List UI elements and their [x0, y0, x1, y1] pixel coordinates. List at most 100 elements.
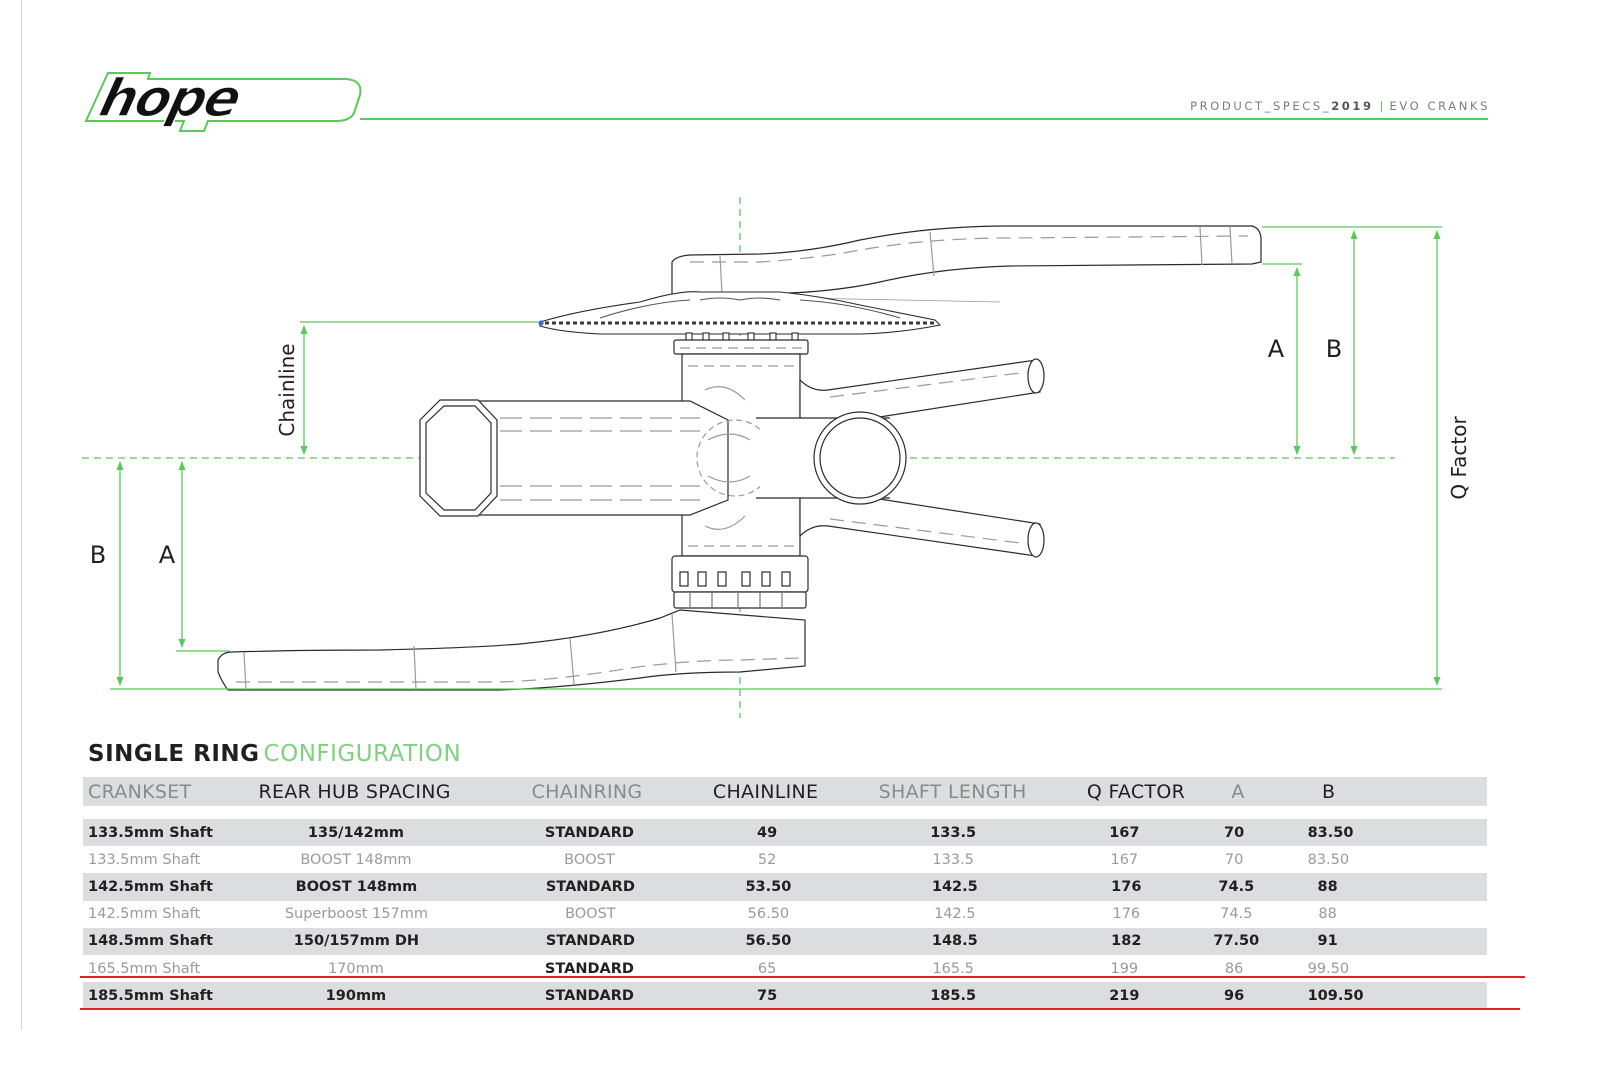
centerlines [82, 197, 1395, 718]
page-edge-rule [21, 0, 22, 1030]
cell-a: 77.50 [1213, 933, 1260, 950]
cell-q-factor: 199 [1110, 960, 1139, 977]
cell-chainring: STANDARD [545, 878, 635, 895]
document-meta: PRODUCT_SPECS_2019 | EVO CRANKS [1190, 99, 1490, 113]
cell-crankset: 185.5mm Shaft [88, 987, 213, 1004]
table-row: 165.5mm Shaft 170mm STANDARD 65 165.5 19… [83, 955, 1487, 982]
non-drive-crank-arm [217, 609, 806, 691]
chainring [538, 291, 942, 342]
highlight-rule-bottom [80, 1008, 1520, 1010]
cell-chainline: 49 [757, 824, 778, 841]
chainline-label: Chainline [275, 343, 299, 436]
spec-table: CRANKSET REAR HUB SPACING CHAINRING CHAI… [83, 777, 1487, 1010]
col-header-q-factor: Q FACTOR [1086, 780, 1186, 803]
cell-chainline: 65 [757, 960, 777, 977]
section-title-light: CONFIGURATION [263, 741, 462, 767]
doc-label: PRODUCT_SPECS_ [1190, 99, 1332, 113]
col-header-chainring: CHAINRING [531, 780, 643, 803]
cell-rear-hub-spacing: 190mm [325, 987, 387, 1004]
cell-chainring: BOOST [564, 851, 615, 868]
doc-year: 2019 [1331, 99, 1374, 113]
cell-chainline: 53.50 [745, 878, 792, 895]
cell-rear-hub-spacing: 150/157mm DH [293, 933, 420, 950]
cell-shaft-length: 142.5 [934, 906, 976, 923]
brand-wordmark: hope [94, 71, 246, 129]
table-row: 133.5mm Shaft BOOST 148mm BOOST 52 133.5… [83, 846, 1487, 873]
cell-q-factor: 167 [1110, 851, 1139, 868]
q-factor-label: Q Factor [1447, 416, 1471, 500]
cell-rear-hub-spacing: Superboost 157mm [284, 906, 429, 923]
cell-crankset: 142.5mm Shaft [88, 878, 213, 895]
cell-shaft-length: 133.5 [930, 824, 977, 841]
table-header: CRANKSET REAR HUB SPACING CHAINRING CHAI… [83, 777, 1487, 806]
table-row: 185.5mm Shaft 190mm STANDARD 75 185.5 21… [83, 982, 1487, 1010]
cell-shaft-length: 185.5 [930, 987, 977, 1004]
cell-rear-hub-spacing: 135/142mm [307, 824, 404, 841]
cell-a: 86 [1224, 960, 1244, 977]
meta-separator: | [1379, 99, 1384, 113]
cell-crankset: 133.5mm Shaft [88, 851, 201, 868]
hope-logo-icon: hope [84, 68, 362, 132]
cell-chainring: BOOST [565, 906, 616, 923]
cell-q-factor: 219 [1109, 987, 1140, 1004]
cell-b: 88 [1318, 906, 1337, 923]
col-header-shaft-length: SHAFT LENGTH [878, 780, 1027, 803]
cell-b: 83.50 [1307, 824, 1354, 841]
cell-a: 70 [1224, 824, 1245, 841]
a-label-right: A [1268, 335, 1285, 363]
cell-b: 99.50 [1307, 960, 1350, 977]
section-title-strong: SINGLE RING [88, 741, 260, 767]
cell-a: 70 [1224, 851, 1244, 868]
bottom-bracket [671, 339, 809, 609]
col-header-a: A [1231, 780, 1245, 803]
cell-chainline: 52 [757, 851, 777, 868]
down-tube [419, 386, 774, 530]
cell-chainring: STANDARD [544, 987, 634, 1004]
table-row: 133.5mm Shaft 135/142mm STANDARD 49 133.… [83, 819, 1487, 847]
table-row: 148.5mm Shaft 150/157mm DH STANDARD 56.5… [83, 927, 1487, 955]
product-name: EVO CRANKS [1389, 99, 1490, 113]
cell-b: 91 [1317, 933, 1338, 950]
cell-a: 74.5 [1220, 906, 1253, 923]
a-label-left: A [159, 541, 176, 569]
cell-q-factor: 176 [1111, 878, 1142, 895]
cell-rear-hub-spacing: BOOST 148mm [300, 851, 412, 868]
cell-crankset: 133.5mm Shaft [88, 824, 213, 841]
cell-a: 96 [1224, 987, 1245, 1004]
cell-crankset: 148.5mm Shaft [88, 933, 213, 950]
cell-shaft-length: 148.5 [931, 933, 978, 950]
cell-shaft-length: 142.5 [931, 878, 978, 895]
table-row: 142.5mm Shaft BOOST 148mm STANDARD 53.50… [83, 873, 1487, 901]
table-row: 142.5mm Shaft Superboost 157mm BOOST 56.… [83, 901, 1487, 928]
cell-chainring: STANDARD [545, 933, 635, 950]
cell-chainring: STANDARD [544, 824, 634, 841]
cell-q-factor: 182 [1111, 933, 1142, 950]
col-header-rear-hub-spacing: REAR HUB SPACING [258, 780, 451, 803]
b-label-left: B [90, 541, 106, 569]
cell-chainline: 56.50 [747, 906, 790, 923]
cell-b: 83.50 [1307, 851, 1350, 868]
cell-chainring: STANDARD [544, 960, 634, 977]
cell-shaft-length: 133.5 [932, 851, 974, 868]
col-header-chainline: CHAINLINE [712, 780, 819, 803]
cell-b: 109.50 [1307, 987, 1364, 1004]
chainline-point [538, 320, 544, 326]
cell-q-factor: 176 [1112, 906, 1141, 923]
cell-rear-hub-spacing: BOOST 148mm [295, 878, 418, 895]
cell-q-factor: 167 [1109, 824, 1140, 841]
cell-chainline: 75 [757, 987, 778, 1004]
cell-shaft-length: 165.5 [932, 960, 974, 977]
b-label-right: B [1326, 335, 1342, 363]
drive-side-crank-arm [671, 225, 1262, 303]
cell-crankset: 142.5mm Shaft [88, 906, 201, 923]
cell-crankset: 165.5mm Shaft [88, 960, 201, 977]
col-header-crankset: CRANKSET [88, 780, 192, 803]
cell-b: 88 [1317, 878, 1338, 895]
highlight-rule-top [80, 976, 1525, 978]
dimension-lines [110, 226, 1442, 690]
cell-chainline: 56.50 [745, 933, 792, 950]
brand-logo: hope [84, 68, 364, 133]
cell-rear-hub-spacing: 170mm [327, 960, 384, 977]
chainstays [756, 358, 1045, 558]
